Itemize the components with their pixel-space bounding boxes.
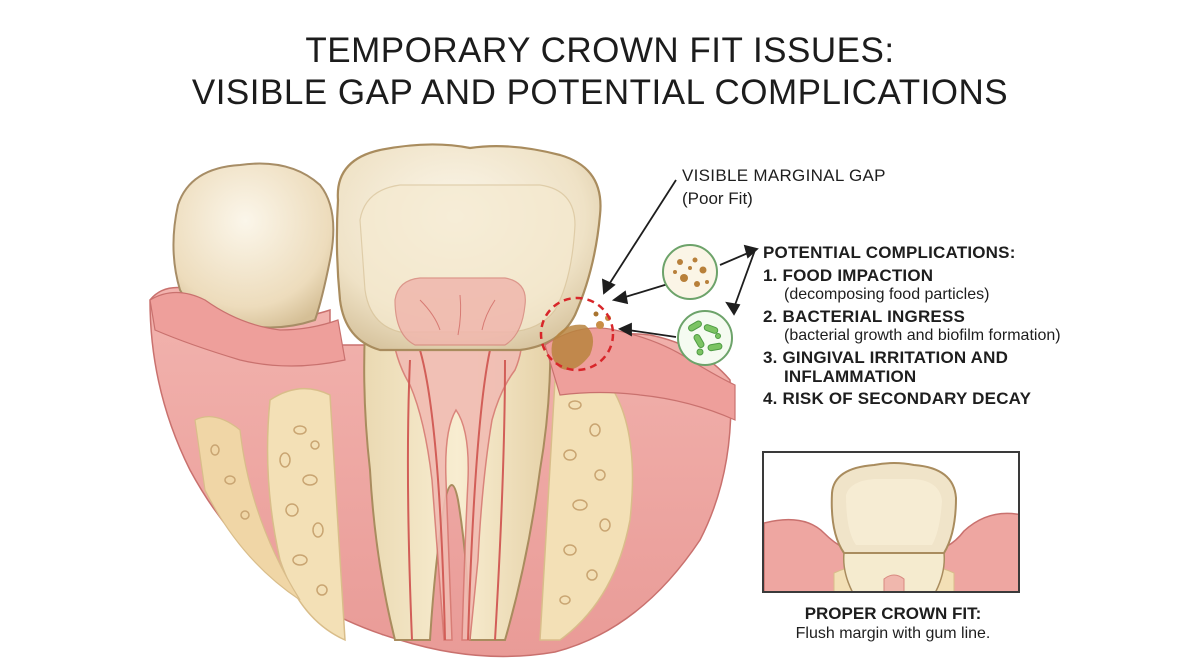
bone-tissue	[194, 375, 634, 642]
complication-title: 4. RISK OF SECONDARY DECAY	[763, 389, 1032, 408]
diagram-title: TEMPORARY CROWN FIT ISSUES: VISIBLE GAP …	[0, 30, 1200, 114]
complication-title-cont: INFLAMMATION	[784, 367, 917, 386]
neighbor-tooth	[172, 162, 335, 329]
complication-title: 2. BACTERIAL INGRESS	[763, 307, 966, 326]
proper-fit-caption-title: PROPER CROWN FIT:	[804, 604, 982, 623]
marginal-gap-highlight	[539, 296, 615, 372]
proper-fit-illustration	[764, 462, 1018, 591]
complication-detail: (bacterial growth and biofilm formation)	[784, 327, 1061, 344]
gap-callout-title: VISIBLE MARGINAL GAP	[682, 166, 886, 185]
complications-heading: POTENTIAL COMPLICATIONS:	[763, 243, 1016, 262]
complication-title: 3. GINGIVAL IRRITATION AND	[763, 348, 1009, 367]
proper-fit-inset	[762, 451, 1020, 593]
complication-item: 4. RISK OF SECONDARY DECAY	[763, 389, 1063, 408]
callout-arrows	[601, 179, 759, 338]
complication-item: 3. GINGIVAL IRRITATION AND INFLAMMATION	[763, 348, 1063, 386]
bacteria-icon	[677, 310, 733, 366]
title-line-2: VISIBLE GAP AND POTENTIAL COMPLICATIONS	[191, 73, 1009, 112]
temporary-crown	[335, 143, 602, 352]
title-line-1: TEMPORARY CROWN FIT ISSUES:	[305, 31, 895, 70]
complication-detail: (decomposing food particles)	[784, 286, 990, 303]
gum-margin-left	[149, 291, 346, 367]
complication-item: 2. BACTERIAL INGRESS (bacterial growth a…	[763, 307, 1063, 345]
complications-list: 1. FOOD IMPACTION (decomposing food part…	[763, 266, 1063, 411]
proper-fit-caption-text: Flush margin with gum line.	[795, 625, 991, 642]
main-tooth-root	[363, 287, 552, 641]
food-particles-icon	[662, 244, 718, 300]
complication-title: 1. FOOD IMPACTION	[763, 266, 934, 285]
complication-item: 1. FOOD IMPACTION (decomposing food part…	[763, 266, 1063, 304]
gap-callout-subtitle: (Poor Fit)	[682, 189, 753, 208]
